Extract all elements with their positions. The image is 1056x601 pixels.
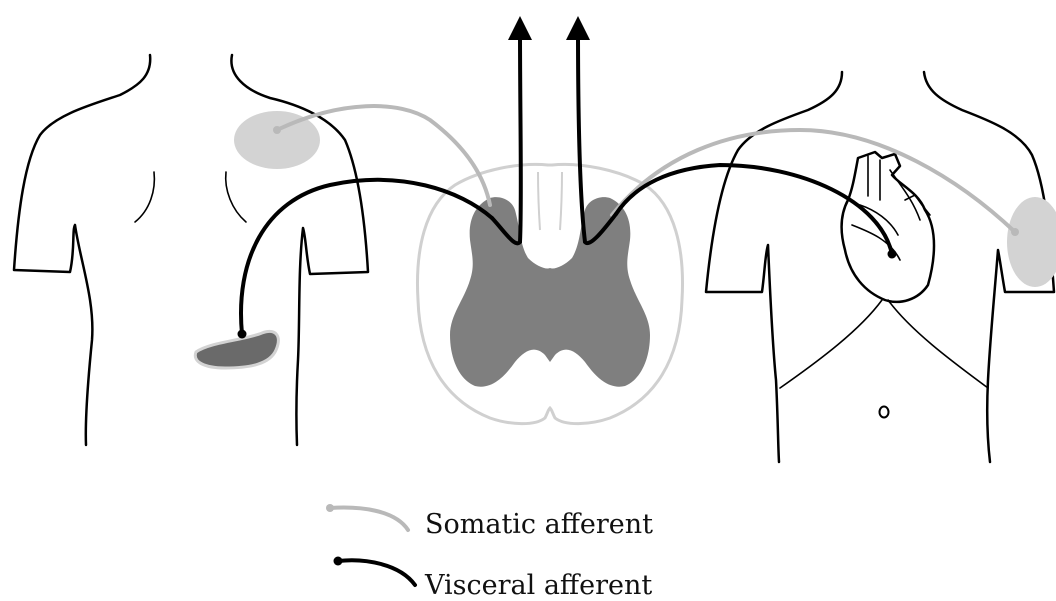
legend-somatic-label: Somatic afferent <box>425 509 653 540</box>
back-scapula-right <box>226 172 246 222</box>
liver-area <box>195 332 278 368</box>
legend-visceral-dot <box>334 557 343 566</box>
back-scapula-left <box>135 172 154 222</box>
front-rib-margin-right <box>888 300 988 388</box>
legend-somatic-dot <box>326 504 334 512</box>
front-rib-margin-left <box>780 300 882 388</box>
heart-icon <box>842 152 934 302</box>
legend-visceral-label: Visceral afferent <box>424 570 652 601</box>
legend-visceral-swatch <box>338 560 415 585</box>
visceral-afferent-path-right <box>616 165 892 254</box>
spinal-cord-section <box>417 164 682 423</box>
legend-somatic-swatch <box>330 508 408 530</box>
arm-skin-area <box>1007 197 1056 287</box>
visceral-afferent-dot-left <box>238 330 247 339</box>
dorsal-median-septum <box>538 172 562 230</box>
somatic-afferent-dot-right <box>1011 228 1019 236</box>
gray-matter <box>450 197 650 387</box>
visceral-afferent-dot-right <box>888 250 897 259</box>
back-torso-left-outline <box>14 55 150 445</box>
navel <box>880 407 889 418</box>
front-torso-figure <box>706 72 1056 462</box>
legend: Somatic afferent Visceral afferent <box>326 504 653 601</box>
somatic-afferent-dot-left <box>273 126 281 134</box>
